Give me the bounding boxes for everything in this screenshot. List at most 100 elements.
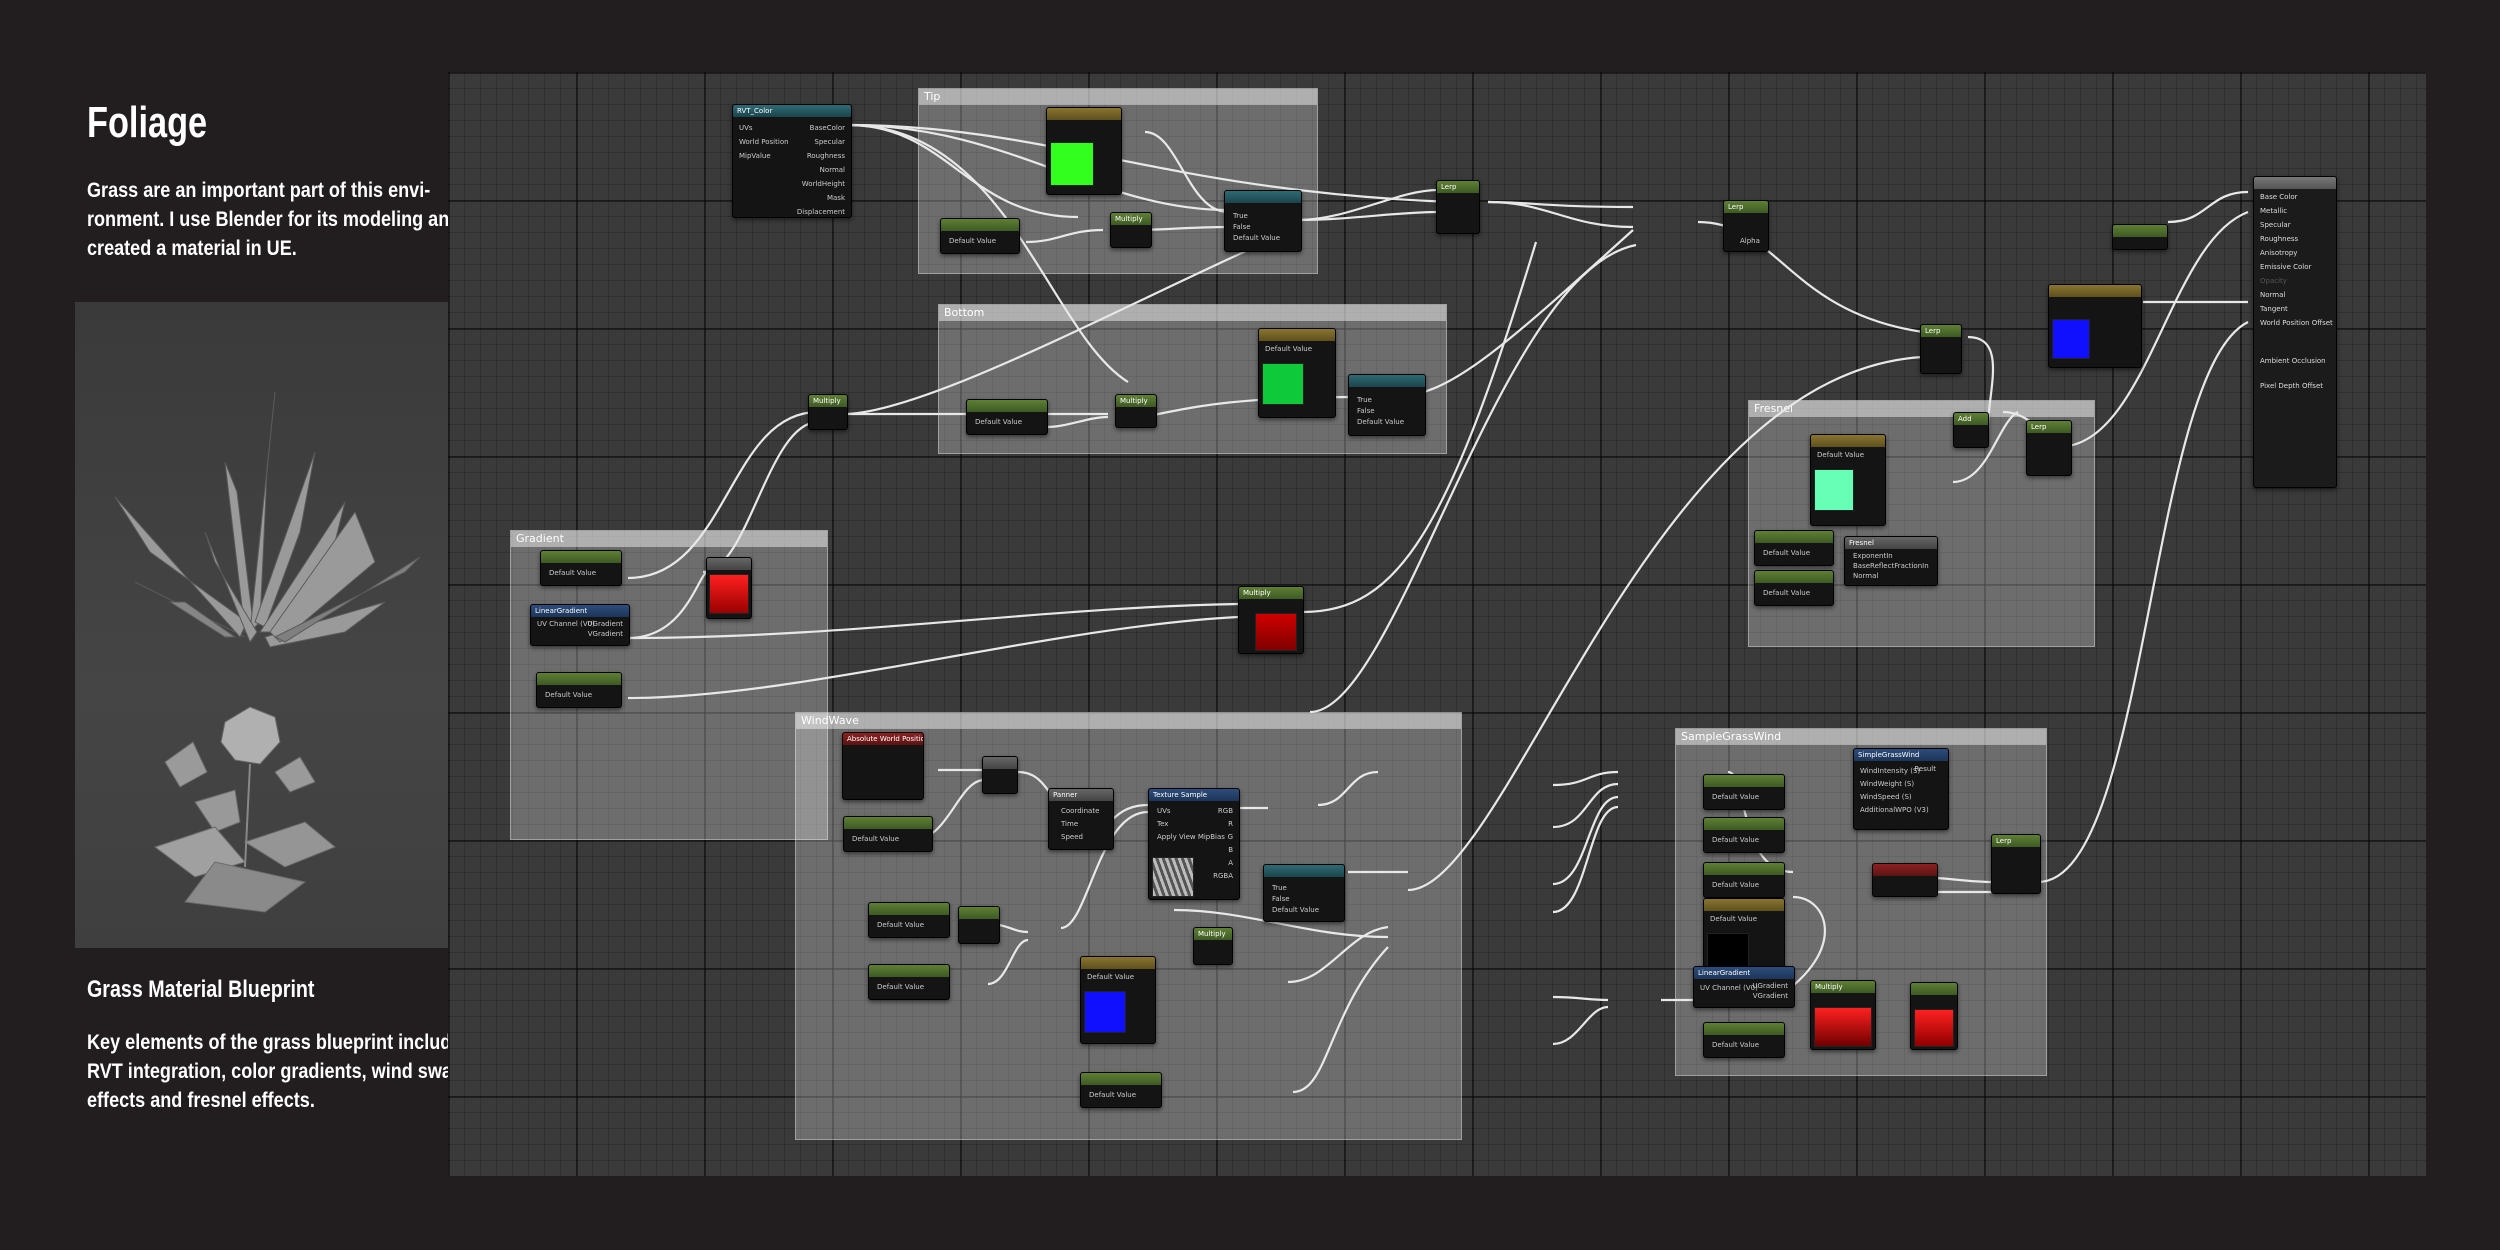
panner-pin-speed[interactable]: Speed bbox=[1061, 833, 1083, 841]
sample-grass-scalar-node[interactable]: Default Value bbox=[1703, 1022, 1785, 1058]
result-pin-metallic[interactable]: Metallic bbox=[2260, 207, 2288, 215]
rvt-out-roughness[interactable]: Roughness bbox=[806, 152, 845, 160]
sample-grass-gradient-pin-uv[interactable]: UV Channel (V0) bbox=[1700, 984, 1758, 992]
result-pin-specular[interactable]: Specular bbox=[2260, 221, 2291, 229]
windwave-color-node[interactable]: Default Value bbox=[1080, 956, 1156, 1044]
fresnel-exponent-node[interactable]: Default Value bbox=[1754, 530, 1834, 566]
bottom-multiply-node[interactable]: Multiply bbox=[1115, 394, 1157, 428]
tip-color-node[interactable] bbox=[1046, 107, 1122, 195]
grass-wind-speed-node[interactable]: Default Value bbox=[1703, 862, 1785, 898]
windwave-mask-node[interactable] bbox=[982, 756, 1018, 794]
tip-switch-node[interactable]: True False Default Value bbox=[1224, 190, 1302, 252]
sample-grass-switch-node[interactable] bbox=[1872, 863, 1938, 897]
emissive-color-node[interactable] bbox=[2048, 284, 2142, 368]
linear-gradient-ugradient[interactable]: UGradient bbox=[587, 620, 623, 628]
lerp-node-1[interactable]: Lerp bbox=[1436, 180, 1480, 234]
windwave-append-node[interactable] bbox=[958, 906, 1000, 944]
windwave-switch-node[interactable]: True False Default Value bbox=[1263, 864, 1345, 922]
lerp-node-2-alpha[interactable]: Alpha bbox=[1740, 237, 1760, 245]
rvt-out-worldheight[interactable]: WorldHeight bbox=[801, 180, 845, 188]
panner-pin-coordinate[interactable]: Coordinate bbox=[1061, 807, 1100, 815]
rvt-out-specular[interactable]: Specular bbox=[814, 138, 845, 146]
material-result-node[interactable]: Base Color Metallic Specular Roughness A… bbox=[2253, 176, 2337, 488]
rvt-out-displacement[interactable]: Displacement bbox=[796, 208, 845, 216]
rvt-node[interactable]: RVT_Color UVs World Position MipValue Ba… bbox=[732, 104, 852, 218]
gradient-color-node[interactable] bbox=[706, 557, 752, 619]
simple-grass-wind-out-result[interactable]: Result bbox=[1914, 765, 1936, 773]
panner-pin-time[interactable]: Time bbox=[1061, 820, 1079, 828]
texture-out-rgb[interactable]: RGB bbox=[1217, 807, 1233, 815]
multiply-node-main[interactable]: Multiply bbox=[808, 394, 848, 430]
bottom-color-node[interactable]: Default Value bbox=[1258, 328, 1336, 418]
result-pin-roughness[interactable]: Roughness bbox=[2260, 235, 2299, 243]
result-pin-anisotropy[interactable]: Anisotropy bbox=[2260, 249, 2298, 257]
windwave-switch-true[interactable]: True bbox=[1272, 884, 1287, 892]
result-pin-base-color[interactable]: Base Color bbox=[2260, 193, 2298, 201]
gradient-scalar-node[interactable]: Default Value bbox=[540, 550, 622, 586]
tip-switch-true[interactable]: True bbox=[1233, 212, 1248, 220]
windwave-speed-node[interactable]: Default Value bbox=[868, 902, 950, 938]
fresnel-pin-reflect[interactable]: BaseReflectFractionIn bbox=[1853, 562, 1929, 570]
sample-grass-multiply-node[interactable]: Multiply bbox=[1810, 980, 1876, 1050]
material-graph-canvas[interactable]: Tip Bottom Gradient WindWave Fresnel Sam… bbox=[448, 72, 2426, 1176]
roughness-scalar-node[interactable] bbox=[2112, 224, 2168, 250]
sample-grass-lerp-node[interactable]: Lerp bbox=[1991, 834, 2041, 894]
absolute-world-position-node[interactable]: Absolute World Position bbox=[842, 732, 924, 800]
texture-sample-node[interactable]: Texture Sample UVs Tex Apply View MipBia… bbox=[1148, 788, 1240, 900]
rvt-out-basecolor[interactable]: BaseColor bbox=[809, 124, 845, 132]
rvt-pin-world-position[interactable]: World Position bbox=[739, 138, 789, 146]
linear-gradient-node[interactable]: LinearGradient UV Channel (V0) UGradient… bbox=[530, 604, 630, 646]
tip-scalar-node[interactable]: Default Value bbox=[940, 218, 1020, 254]
gradient-multiply-node[interactable]: Multiply bbox=[1238, 586, 1304, 654]
fresnel-reflect-node[interactable]: Default Value bbox=[1754, 570, 1834, 606]
texture-out-b[interactable]: B bbox=[1228, 846, 1233, 854]
texture-pin-tex[interactable]: Tex bbox=[1157, 820, 1169, 828]
lerp-node-2[interactable]: Lerp Alpha bbox=[1723, 200, 1769, 252]
texture-out-g[interactable]: G bbox=[1227, 833, 1233, 841]
result-pin-ambient-occlusion[interactable]: Ambient Occlusion bbox=[2260, 357, 2326, 365]
sample-grass-gradient-vgradient[interactable]: VGradient bbox=[1752, 992, 1788, 1000]
bottom-switch-true[interactable]: True bbox=[1357, 396, 1372, 404]
result-pin-world-position-offset[interactable]: World Position Offset bbox=[2260, 319, 2333, 327]
fresnel-node[interactable]: Fresnel ExponentIn BaseReflectFractionIn… bbox=[1844, 536, 1938, 586]
bottom-switch-false[interactable]: False bbox=[1357, 407, 1375, 415]
fresnel-pin-exponent[interactable]: ExponentIn bbox=[1853, 552, 1893, 560]
rvt-pin-mip-value[interactable]: MipValue bbox=[739, 152, 771, 160]
fresnel-color-node[interactable]: Default Value bbox=[1810, 434, 1886, 526]
linear-gradient-vgradient[interactable]: VGradient bbox=[587, 630, 623, 638]
texture-pin-uvs[interactable]: UVs bbox=[1157, 807, 1171, 815]
simple-grass-wind-pin-speed[interactable]: WindSpeed (S) bbox=[1860, 793, 1912, 801]
simple-grass-wind-pin-weight[interactable]: WindWeight (S) bbox=[1860, 780, 1915, 788]
texture-out-r[interactable]: R bbox=[1228, 820, 1233, 828]
fresnel-lerp-node[interactable]: Lerp bbox=[2026, 420, 2072, 476]
lerp-node-3[interactable]: Lerp bbox=[1920, 324, 1962, 374]
sample-grass-gradient-ugradient[interactable]: UGradient bbox=[1752, 982, 1788, 990]
result-pin-pixel-depth-offset[interactable]: Pixel Depth Offset bbox=[2260, 382, 2323, 390]
windwave-intensity-node[interactable]: Default Value bbox=[1080, 1072, 1162, 1108]
grass-wind-weight-node[interactable]: Default Value bbox=[1703, 817, 1785, 853]
result-pin-opacity[interactable]: Opacity bbox=[2260, 277, 2287, 285]
sample-grass-gradient-node[interactable]: LinearGradient UV Channel (V0) UGradient… bbox=[1693, 966, 1795, 1008]
simple-grass-wind-node[interactable]: SimpleGrassWind WindIntensity (S) WindWe… bbox=[1853, 748, 1949, 830]
result-pin-emissive[interactable]: Emissive Color bbox=[2260, 263, 2312, 271]
rvt-out-mask[interactable]: Mask bbox=[826, 194, 845, 202]
windwave-scale-node[interactable]: Default Value bbox=[843, 816, 933, 852]
fresnel-pin-normal[interactable]: Normal bbox=[1853, 572, 1879, 580]
rvt-out-normal[interactable]: Normal bbox=[819, 166, 845, 174]
texture-out-rgba[interactable]: RGBA bbox=[1213, 872, 1233, 880]
windwave-multiply-node[interactable]: Multiply bbox=[1193, 927, 1233, 965]
linear-gradient-pin-uv[interactable]: UV Channel (V0) bbox=[537, 620, 595, 628]
gradient-scalar-node-2[interactable]: Default Value bbox=[536, 672, 622, 708]
panner-node[interactable]: Panner Coordinate Time Speed bbox=[1048, 788, 1114, 850]
windwave-switch-false[interactable]: False bbox=[1272, 895, 1290, 903]
simple-grass-wind-pin-wpo[interactable]: AdditionalWPO (V3) bbox=[1860, 806, 1929, 814]
fresnel-add-node[interactable]: Add bbox=[1953, 412, 1989, 448]
bottom-scalar-node[interactable]: Default Value bbox=[966, 399, 1048, 435]
simple-grass-wind-pin-intensity[interactable]: WindIntensity (S) bbox=[1860, 767, 1921, 775]
result-pin-normal[interactable]: Normal bbox=[2260, 291, 2286, 299]
sample-grass-lerp-2-node[interactable] bbox=[1910, 982, 1958, 1050]
tip-switch-false[interactable]: False bbox=[1233, 223, 1251, 231]
texture-pin-mipbias[interactable]: Apply View MipBias bbox=[1157, 833, 1225, 841]
rvt-pin-uvs[interactable]: UVs bbox=[739, 124, 753, 132]
bottom-switch-node[interactable]: True False Default Value bbox=[1348, 374, 1426, 436]
